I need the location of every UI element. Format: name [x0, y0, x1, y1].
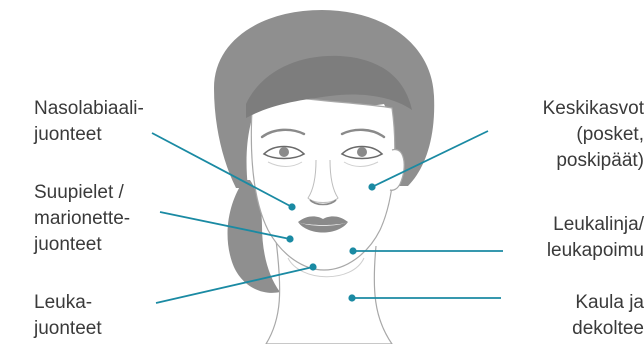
label-neck: Kaula ja dekoltee	[572, 290, 644, 342]
label-jawline-line-2: leukapoimu	[547, 238, 644, 264]
dot-marionette	[286, 235, 293, 242]
dot-neck	[348, 294, 355, 301]
label-marionette-line-3: juonteet	[34, 232, 130, 258]
label-jawline: Leukalinja/ leukapoimu	[547, 212, 644, 264]
label-chin-line-2: juonteet	[34, 316, 102, 342]
left-iris	[279, 147, 289, 157]
label-midface-line-1: Keskikasvot	[543, 96, 644, 122]
label-neck-line-1: Kaula ja	[572, 290, 644, 316]
dot-midface	[368, 183, 375, 190]
label-marionette-line-2: marionette-	[34, 206, 130, 232]
label-marionette: Suupielet / marionette- juonteet	[34, 180, 130, 258]
dot-nasolabial	[288, 203, 295, 210]
label-nasolabial-line-1: Nasolabiaali-	[34, 96, 144, 122]
label-nasolabial-line-2: juonteet	[34, 122, 144, 148]
label-chin: Leuka- juonteet	[34, 290, 102, 342]
label-nasolabial: Nasolabiaali- juonteet	[34, 96, 144, 148]
label-chin-line-1: Leuka-	[34, 290, 102, 316]
label-midface: Keskikasvot (posket, poskipäät)	[543, 96, 644, 174]
dot-jawline	[349, 247, 356, 254]
label-midface-line-3: poskipäät)	[543, 148, 644, 174]
right-iris	[357, 147, 367, 157]
label-marionette-line-1: Suupielet /	[34, 180, 130, 206]
label-midface-line-2: (posket,	[543, 122, 644, 148]
label-jawline-line-1: Leukalinja/	[547, 212, 644, 238]
label-neck-line-2: dekoltee	[572, 316, 644, 342]
dot-chin	[309, 263, 316, 270]
